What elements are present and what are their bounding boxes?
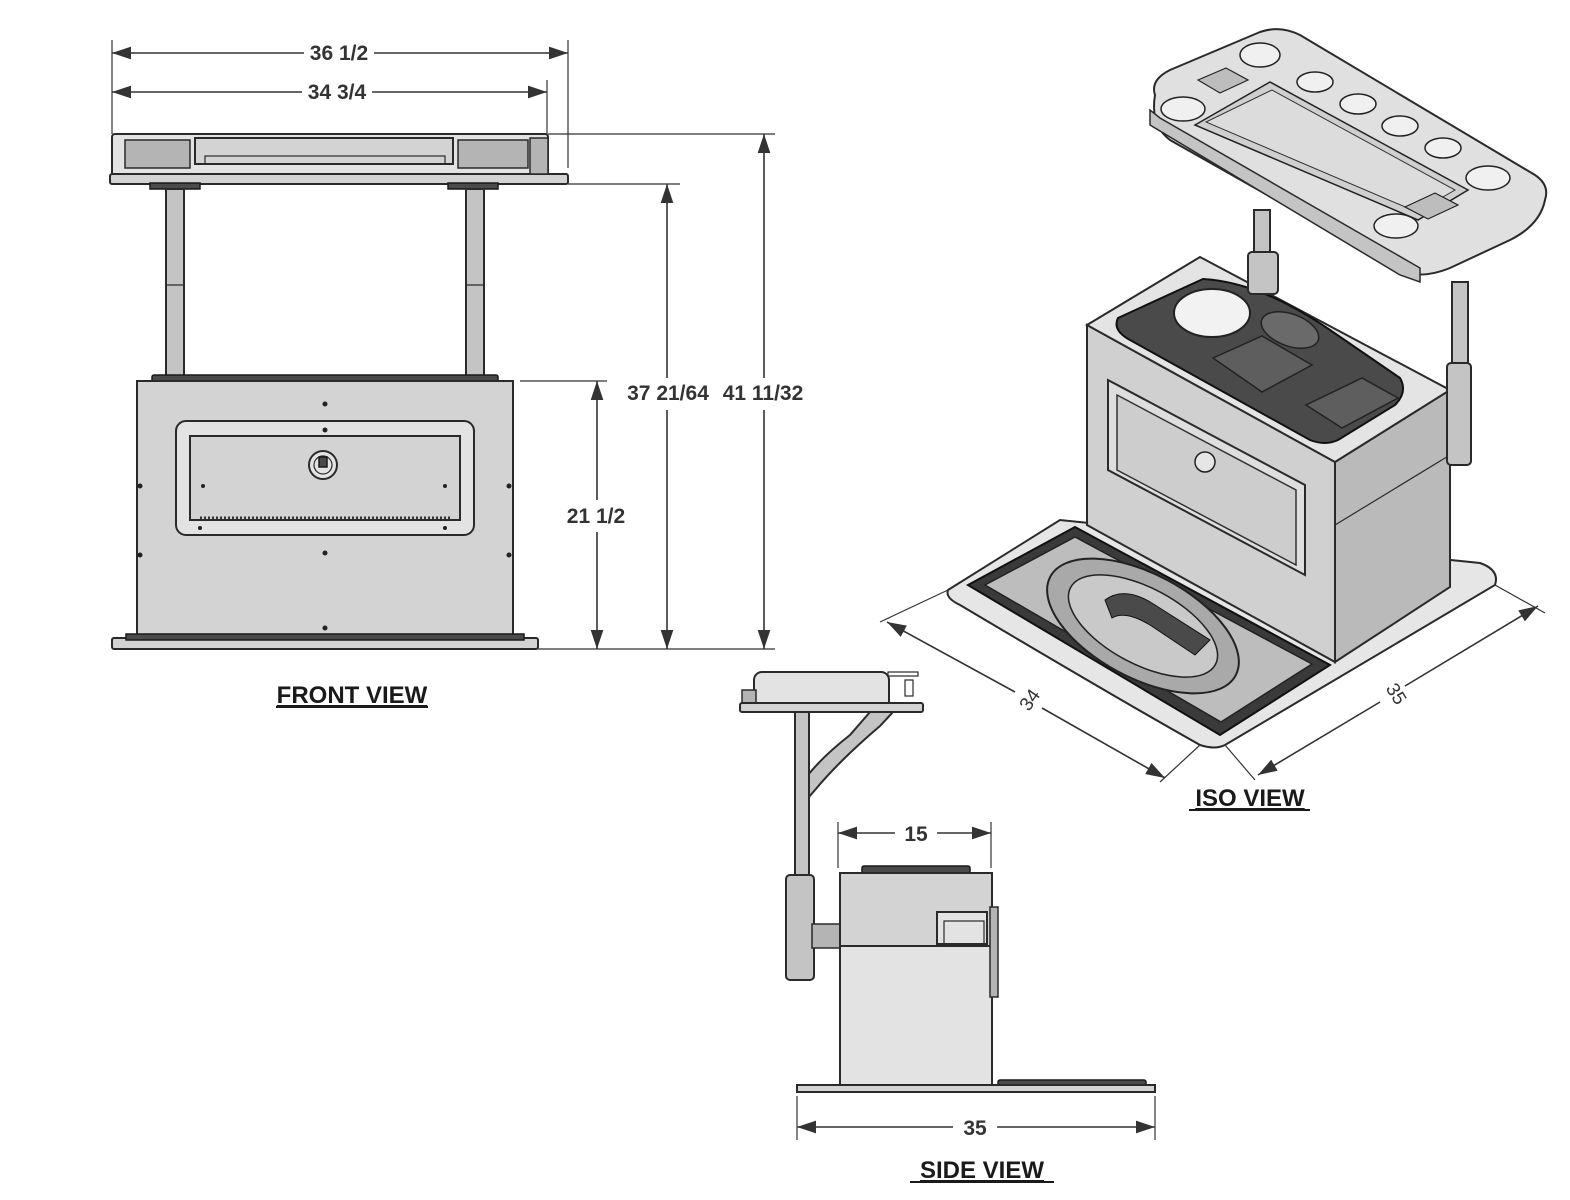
front-view: 36 1/2 34 3/4 21 1/2 37 21/64 41 11/32 F… [109, 40, 804, 709]
dim-side-depth-console: 15 [904, 823, 928, 846]
front-post-right [465, 188, 485, 378]
dim-front-height-base: 21 1/2 [567, 505, 625, 528]
side-view: 15 35 SIDE VIEW [739, 671, 1156, 1184]
dim-iso-width: 35 [1381, 680, 1410, 709]
dim-side-depth-base: 35 [963, 1117, 987, 1140]
iso-view: 34 35 ISO VIEW [879, 28, 1548, 812]
iso-view-label: ISO VIEW [1195, 785, 1305, 812]
dim-front-height-top: 37 21/64 [627, 382, 709, 405]
dim-front-width-inner: 34 3/4 [308, 81, 367, 104]
dim-front-height-overall: 41 11/32 [723, 382, 804, 405]
front-post-left [165, 188, 185, 378]
dim-iso-depth: 34 [1016, 685, 1046, 715]
front-tray [109, 133, 569, 190]
front-view-label: FRONT VIEW [277, 682, 428, 709]
side-view-label: SIDE VIEW [920, 1157, 1044, 1184]
dim-front-width-overall: 36 1/2 [310, 42, 368, 65]
front-console [111, 374, 539, 650]
